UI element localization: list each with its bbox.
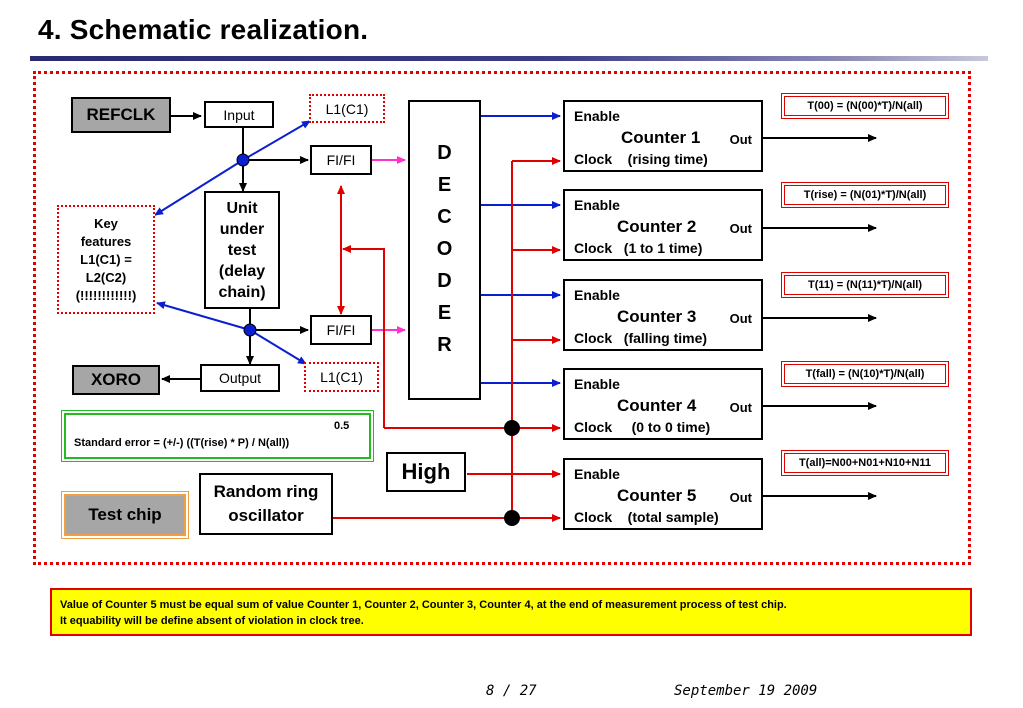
- schematic-frame: [33, 71, 971, 565]
- fifi-top-block: FI/FI: [310, 145, 372, 175]
- input-block: Input: [204, 101, 274, 128]
- title-rule: [30, 56, 988, 61]
- fifi-bottom-block: FI/FI: [310, 315, 372, 345]
- test-chip-block: Test chip: [61, 491, 189, 539]
- standard-error-box: 0.5 Standard error = (+/-) ((T(rise) * P…: [61, 410, 374, 462]
- output-block: Output: [200, 364, 280, 392]
- formula-tall: T(all)=N00+N01+N10+N11: [781, 450, 949, 476]
- formula-trise: T(rise) = (N(01)*T)/N(all): [781, 182, 949, 208]
- high-block: High: [386, 452, 466, 492]
- refclk-block: REFCLK: [71, 97, 171, 133]
- page-title: 4. Schematic realization.: [38, 14, 369, 45]
- date: September 19 2009: [674, 683, 818, 699]
- xoro-block: XORO: [72, 365, 160, 395]
- l1c1-top-block: L1(C1): [309, 94, 385, 123]
- formula-tfall: T(fall) = (N(10)*T)/N(all): [781, 361, 949, 387]
- decoder-block: D E C O D E R: [408, 100, 481, 400]
- footer-note: Value of Counter 5 must be equal sum of …: [50, 588, 972, 636]
- formula-t11: T(11) = (N(11)*T)/N(all): [781, 272, 949, 298]
- l1c1-bottom-block: L1(C1): [304, 362, 379, 392]
- page-number: 8 / 27: [486, 683, 537, 699]
- formula-t00: T(00) = (N(00)*T)/N(all): [781, 93, 949, 119]
